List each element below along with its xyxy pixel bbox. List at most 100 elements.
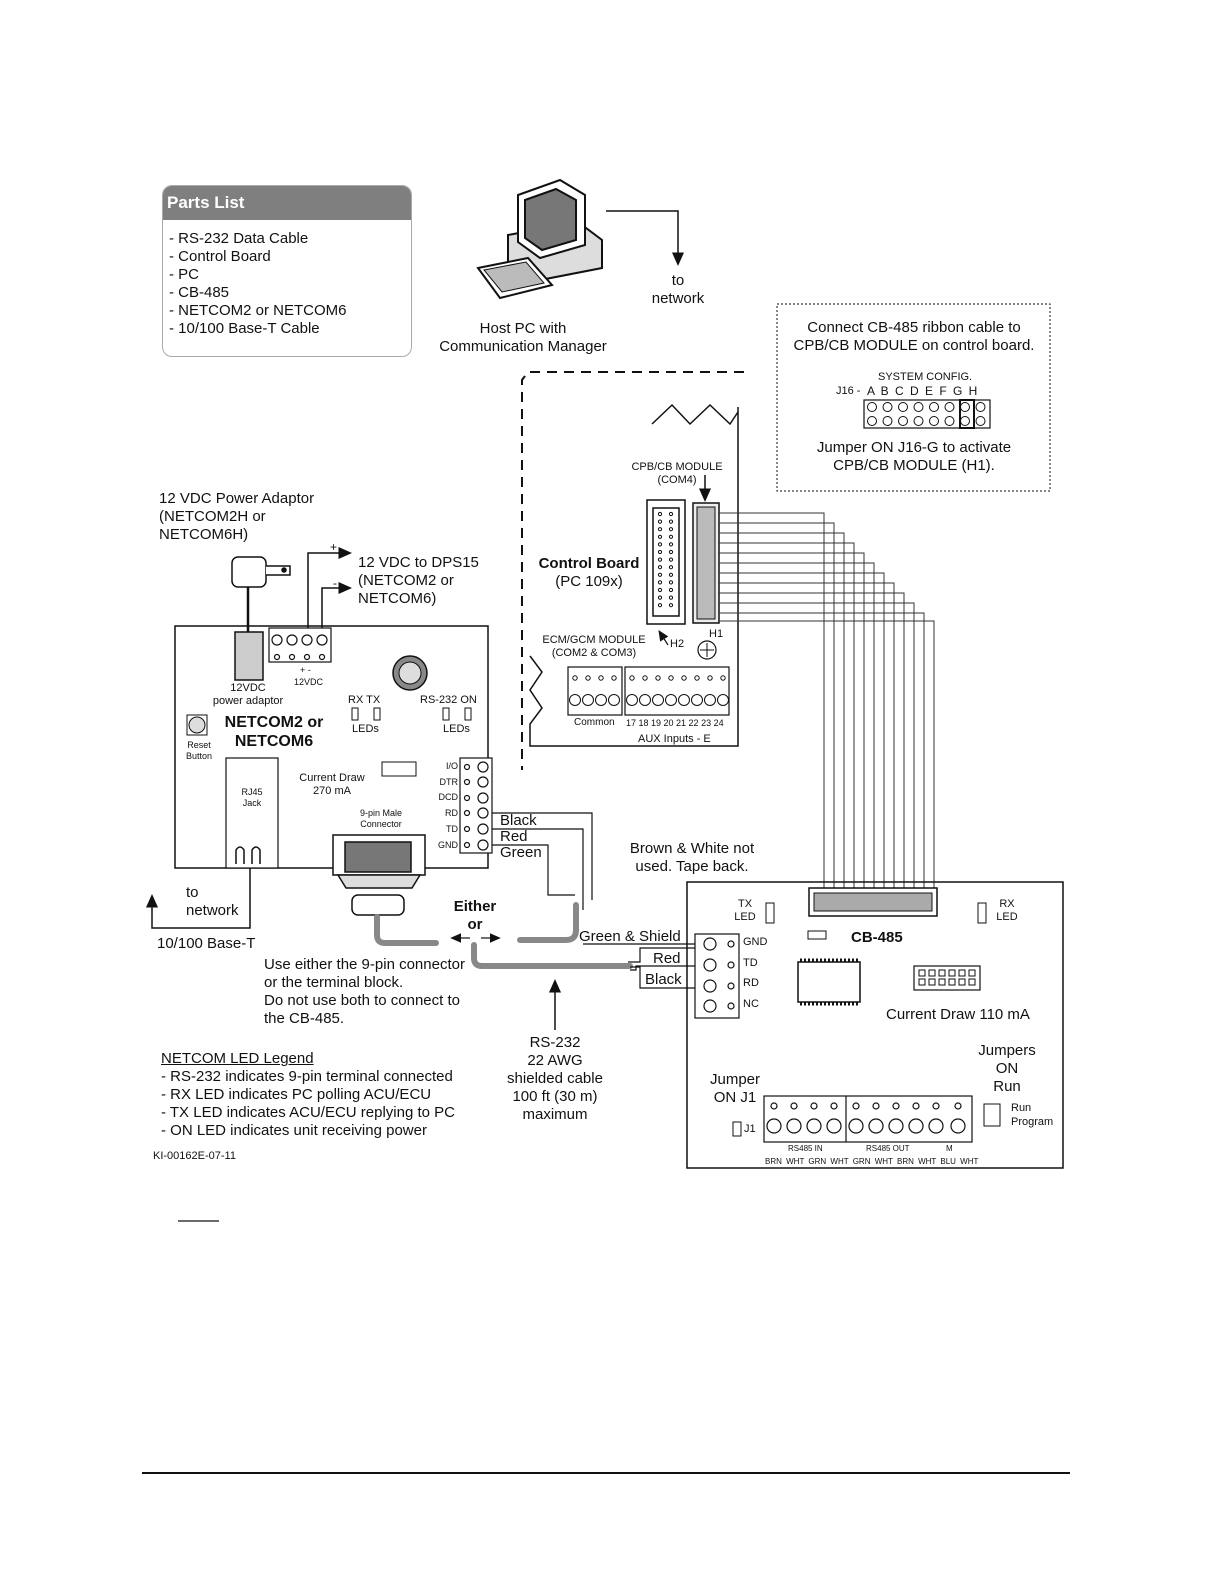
leds-right-label: LEDs	[443, 723, 470, 735]
cb485-header-pin	[968, 978, 976, 986]
to-network-top: to network	[651, 272, 705, 307]
j16-pin	[882, 416, 893, 426]
cb485-header-pin	[938, 969, 946, 977]
j16-pin	[929, 402, 939, 412]
control-board-outline	[529, 403, 739, 747]
aux-terminal-screw	[681, 675, 687, 681]
either-or-label: Either or	[453, 898, 497, 933]
cpb-header-pin	[668, 603, 674, 608]
cpb-header-pin	[668, 549, 674, 555]
cb485-header-pin	[948, 969, 956, 977]
rs232-on-label: RS-232 ON	[420, 694, 477, 706]
aux-terminal-clamp	[704, 694, 716, 706]
system-config-label: SYSTEM CONFIG.	[878, 371, 973, 383]
aux-terminal-screw	[720, 675, 726, 681]
aux-terminal-screw	[642, 675, 648, 681]
cb485-board	[686, 881, 1064, 1169]
terminal-12vdc: 12VDC	[294, 677, 324, 687]
led-legend-item: - ON LED indicates unit receiving power	[161, 1122, 427, 1139]
base-t-label: 10/100 Base-T	[157, 935, 256, 952]
cpb-header-pin	[657, 580, 663, 585]
jumpers-on-run-label: Jumpers ON Run	[978, 1042, 1036, 1095]
parts-list-item: - 10/100 Base-T Cable	[169, 320, 320, 337]
minus-sign: -	[333, 576, 337, 590]
j16-pin	[898, 402, 908, 412]
aux-terminal-screw	[572, 675, 578, 681]
netcom-wire-label: Red	[500, 828, 528, 845]
cpb-header-pin	[657, 557, 663, 562]
j16-prefix: J16 -	[836, 385, 861, 397]
program-label: Program	[1011, 1116, 1054, 1128]
cpb-header-pin	[668, 542, 674, 547]
aux-terminal-clamp	[665, 694, 677, 706]
cpb-header-pin	[668, 534, 674, 539]
cpb-header-pin	[657, 549, 663, 555]
common-label: Common	[574, 717, 615, 728]
aux-terminal-screw	[598, 675, 604, 681]
netcom-terminal-block	[459, 757, 493, 854]
cpb-header-pin	[668, 519, 674, 524]
cpb-header-pin	[668, 557, 674, 562]
netcom-pin-label: TD	[446, 823, 458, 834]
cpb-header-pin	[657, 595, 663, 600]
leds-left-label: LEDs	[352, 723, 379, 735]
netcom-pin-label: I/O	[445, 761, 458, 771]
cpb-header-pin	[668, 572, 674, 577]
cb485-title: CB-485	[851, 929, 903, 946]
aux-terminal-clamp	[639, 694, 651, 706]
cb485-header-pin	[938, 978, 946, 986]
aux-inputs-label: AUX Inputs - E	[638, 733, 711, 745]
led-legend-items: - RS-232 indicates 9-pin terminal connec…	[161, 1068, 455, 1140]
cpb-header-pin	[657, 527, 663, 532]
power-adaptor-plug	[231, 556, 291, 681]
to-network-left: to network	[186, 884, 239, 919]
j16-header	[863, 399, 991, 429]
aux-terminal-screw	[668, 675, 674, 681]
rs485-in-label: RS485 IN	[788, 1144, 823, 1153]
rs485-out-label: RS485 OUT	[866, 1144, 910, 1153]
j16-pin	[944, 402, 955, 412]
led-legend: NETCOM LED Legend - RS-232 indicates 9-p…	[161, 1050, 455, 1140]
rj45-jack-label: RJ45 Jack	[241, 787, 263, 808]
cb485-header-pin	[958, 978, 966, 986]
cpb-header-pin	[657, 587, 663, 593]
cpb-connector-left	[646, 499, 686, 625]
j16-letters: A B C D E F G H	[867, 384, 979, 398]
nine-pin-connector	[332, 834, 426, 916]
aux-terminal-screw	[629, 675, 635, 681]
led-legend-title: NETCOM LED Legend	[161, 1050, 314, 1067]
cb485-tx-led-label: TX LED	[734, 898, 756, 923]
led-legend-item: - RX LED indicates PC polling ACU/ECU	[161, 1086, 432, 1103]
ribbon-cable	[719, 512, 935, 888]
parts-list-item: - NETCOM2 or NETCOM6	[169, 302, 347, 319]
netcom-title: NETCOM2 or NETCOM6	[224, 714, 324, 750]
netcom-pin-label: DTR	[439, 776, 459, 787]
cb485-header-pin	[918, 969, 926, 977]
parts-list-title: Parts List	[163, 186, 411, 220]
power-adaptor-label: 12 VDC Power Adaptor (NETCOM2H or NETCOM…	[159, 490, 315, 543]
netcom-pin-label: RD	[445, 808, 458, 819]
jumper-instructions: Jumper ON J16-G to activate CPB/CB MODUL…	[816, 439, 1012, 474]
control-board-terminals	[567, 666, 730, 716]
wire-color-labels: BRN WHT GRN WHT GRN WHT BRN WHT BLU WHT	[765, 1157, 979, 1166]
cpb-header-pin	[668, 587, 674, 593]
plus-sign: +	[330, 540, 338, 554]
cpb-header-pin	[657, 542, 663, 547]
green-shield-label: Green & Shield	[579, 928, 681, 945]
m-label: M	[946, 1144, 953, 1153]
j16-pin	[913, 402, 924, 412]
netcom-adaptor-label: 12VDC power adaptor	[212, 682, 284, 707]
aux-terminal-clamp	[626, 694, 638, 706]
aux-terminal-screw	[707, 675, 713, 681]
j16-pin	[913, 416, 924, 426]
aux-terminal-screw	[655, 675, 661, 681]
aux-terminal-clamp	[608, 694, 620, 706]
cpb-header-pin	[657, 511, 663, 517]
cpb-header-pin	[668, 595, 674, 600]
cb485-header-pin	[968, 969, 976, 977]
dps15-label: 12 VDC to DPS15 (NETCOM2 or NETCOM6)	[358, 554, 479, 607]
j16-pin	[975, 416, 986, 426]
aux-terminal-screw	[694, 675, 700, 681]
cpb-header-pin	[668, 565, 674, 570]
